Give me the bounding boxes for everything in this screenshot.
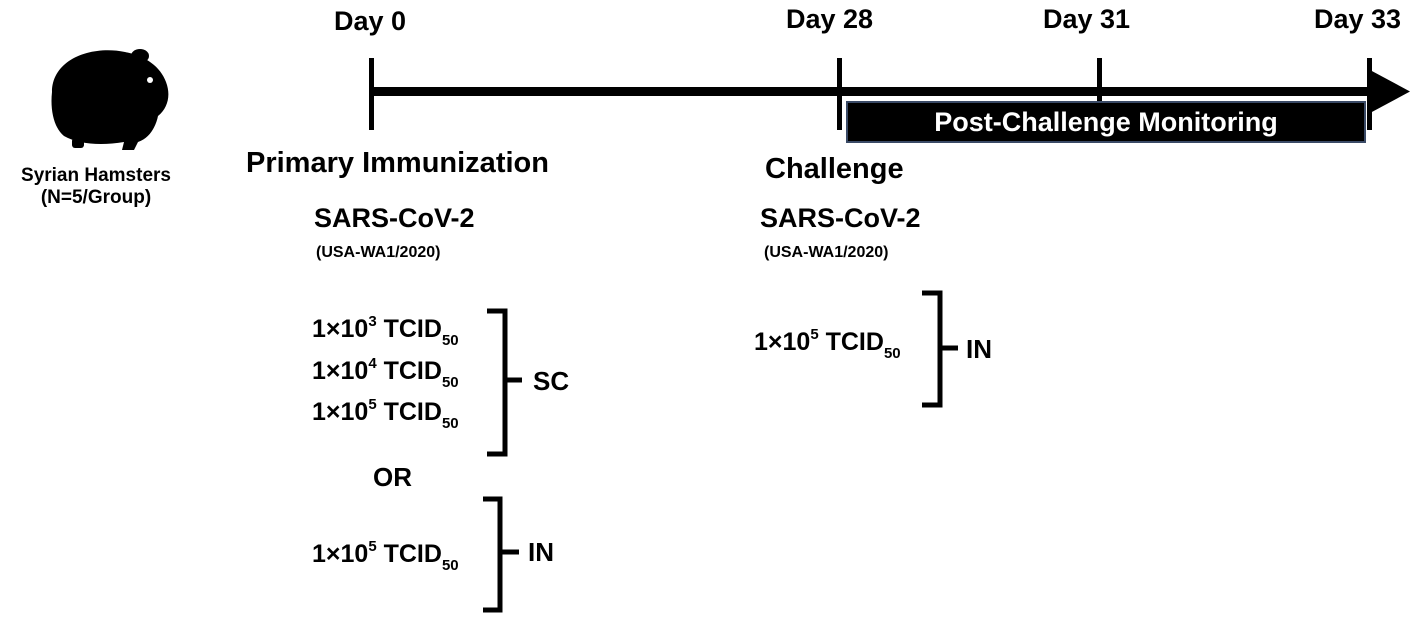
monitoring-label: Post-Challenge Monitoring [934, 106, 1278, 137]
challenge-heading: Challenge [765, 153, 904, 185]
post-challenge-monitoring-box: Post-Challenge Monitoring [846, 101, 1366, 143]
immunization-heading: Primary Immunization [246, 147, 549, 179]
in-dose: 1×105 TCID50 [312, 538, 459, 574]
group-size-label: (N=5/Group) [40, 187, 152, 208]
immunization-strain: (USA-WA1/2020) [316, 244, 441, 261]
challenge-bracket [922, 290, 958, 408]
day-33-label: Day 33 [1314, 4, 1402, 34]
tick-day-28 [837, 58, 842, 130]
tick-day-0 [369, 58, 374, 130]
sc-bracket [487, 308, 522, 457]
species-label: Syrian Hamsters [21, 165, 171, 186]
challenge-virus: SARS-CoV-2 [760, 203, 921, 233]
timeline-axis [370, 87, 1380, 96]
sc-route-label: SC [533, 366, 570, 396]
challenge-strain: (USA-WA1/2020) [764, 244, 889, 261]
tick-day-33 [1367, 58, 1372, 130]
day-31-label: Day 31 [1043, 4, 1131, 34]
day-28-label: Day 28 [786, 4, 874, 34]
sc-dose-2: 1×104 TCID50 [312, 355, 459, 391]
in-bracket [483, 496, 519, 613]
challenge-route-label: IN [966, 334, 992, 364]
sc-dose-3: 1×105 TCID50 [312, 396, 459, 432]
in-route-label: IN [528, 537, 554, 567]
immunization-virus: SARS-CoV-2 [314, 203, 475, 233]
sc-dose-1: 1×103 TCID50 [312, 313, 459, 349]
tick-day-31 [1097, 58, 1102, 106]
challenge-dose: 1×105 TCID50 [754, 326, 901, 362]
subject-label: Syrian Hamsters (N=5/Group) [6, 165, 186, 209]
or-label: OR [373, 462, 412, 492]
timeline-arrowhead [1370, 70, 1410, 113]
hamster-icon [51, 49, 169, 150]
day-0-label: Day 0 [334, 6, 407, 36]
